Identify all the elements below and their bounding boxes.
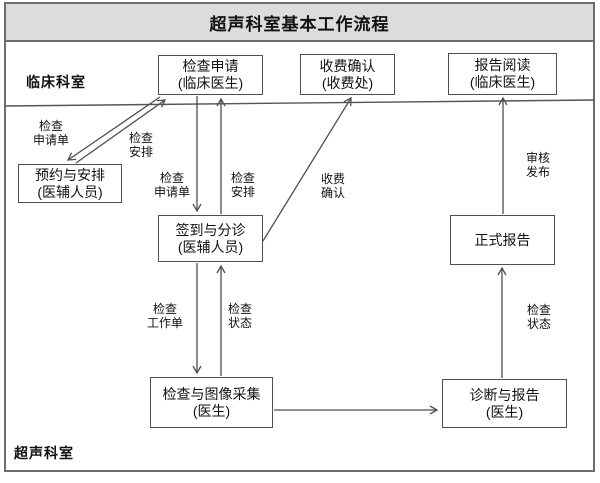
edge-label-exam-status-2: 检查 状态 bbox=[526, 303, 551, 331]
lane-label-clinical: 临床科室 bbox=[26, 74, 86, 90]
node-exam-request-role: (临床医生) bbox=[177, 75, 244, 91]
node-image-acquisition: 检查与图像采集 (医生) bbox=[150, 377, 273, 428]
node-fee-confirm: 收费确认 (收费处) bbox=[300, 54, 395, 95]
node-fee-confirm-role: (收费处) bbox=[321, 74, 374, 91]
node-checkin: 签到与分诊 (医辅人员) bbox=[158, 215, 263, 262]
node-exam-request-title: 检查申请 bbox=[182, 58, 239, 74]
node-image-acquisition-role: (医生) bbox=[192, 402, 231, 419]
node-final-report-title: 正式报告 bbox=[474, 231, 531, 248]
node-diagnosis-title: 诊断与报告 bbox=[469, 386, 540, 403]
node-final-report: 正式报告 bbox=[450, 215, 555, 265]
node-checkin-role: (医辅人员) bbox=[177, 238, 244, 255]
diagram-title: 超声科室基本工作流程 bbox=[4, 2, 595, 42]
edge-label-exam-status-1: 检查 状态 bbox=[227, 302, 252, 330]
node-appointment-title: 预约与安排 bbox=[35, 166, 105, 183]
edge-appointment-to-exam-request bbox=[75, 99, 167, 164]
edge-label-exam-request-form-2: 检查 申请单 bbox=[153, 171, 190, 199]
node-report-read-role: (临床医生) bbox=[469, 74, 536, 90]
edge-label-exam-worklist: 检查 工作单 bbox=[146, 302, 183, 330]
edge-label-exam-schedule-1: 检查 安排 bbox=[128, 131, 153, 159]
node-diagnosis: 诊断与报告 (医生) bbox=[442, 379, 567, 428]
node-appointment-role: (医辅人员) bbox=[37, 183, 103, 200]
edge-label-review-publish: 审核 发布 bbox=[525, 151, 550, 179]
node-exam-request: 检查申请 (临床医生) bbox=[158, 55, 263, 95]
node-report-read-title: 报告阅读 bbox=[474, 57, 531, 73]
lane-divider bbox=[4, 99, 596, 107]
edge-label-exam-schedule-2: 检查 安排 bbox=[230, 171, 255, 199]
edge-label-fee-confirmation: 收费 确认 bbox=[320, 172, 345, 200]
node-diagnosis-role: (医生) bbox=[485, 403, 524, 420]
edge-exam-request-to-appointment bbox=[66, 96, 161, 161]
node-appointment: 预约与安排 (医辅人员) bbox=[18, 164, 122, 203]
node-report-read: 报告阅读 (临床医生) bbox=[448, 53, 557, 95]
node-image-acquisition-title: 检查与图像采集 bbox=[162, 385, 261, 402]
edge-checkin-to-fee-confirm bbox=[262, 96, 352, 242]
edge-label-exam-request-form-1: 检查 申请单 bbox=[32, 119, 69, 147]
lane-label-ultrasound: 超声科室 bbox=[14, 445, 74, 461]
node-checkin-title: 签到与分诊 bbox=[175, 221, 246, 238]
node-fee-confirm-title: 收费确认 bbox=[319, 57, 376, 74]
